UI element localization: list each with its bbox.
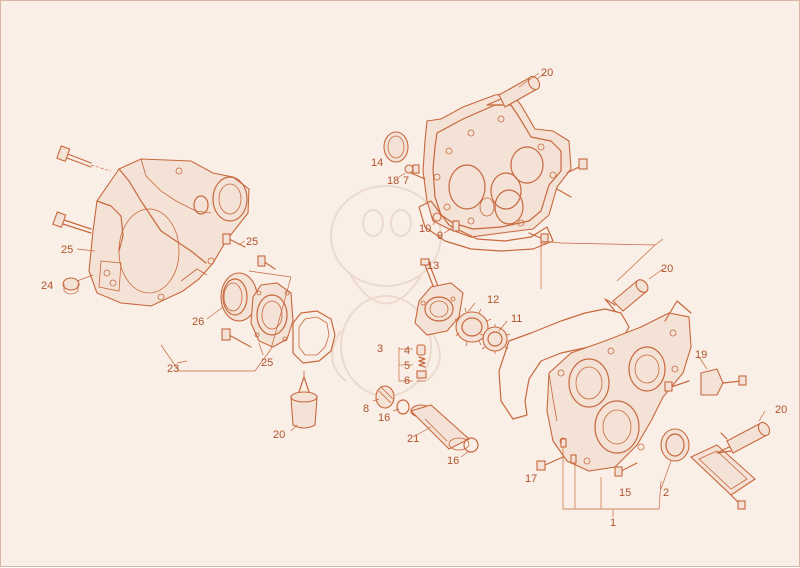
callout-20-left: 20 bbox=[273, 429, 285, 441]
callout-16-right: 16 bbox=[447, 455, 459, 467]
sealant-tube-20-top bbox=[486, 72, 546, 108]
watermark-logo bbox=[330, 185, 442, 397]
bolt-25-retainer bbox=[221, 255, 276, 348]
bolt-top-left bbox=[56, 145, 112, 172]
bracket-3 bbox=[398, 347, 413, 382]
callout-19: 19 bbox=[695, 349, 707, 361]
callout-13: 13 bbox=[427, 260, 439, 272]
callout-4: 4 bbox=[404, 345, 410, 357]
timing-gear-case bbox=[546, 300, 692, 472]
bracket-22 bbox=[160, 270, 292, 372]
bolt-case-left bbox=[664, 380, 690, 392]
bolt-25-housing bbox=[222, 233, 246, 248]
cover-disc-14 bbox=[383, 131, 409, 163]
cap-8 bbox=[375, 385, 395, 409]
cover-19 bbox=[700, 368, 747, 396]
bolt-7 bbox=[410, 164, 426, 180]
callout-14: 14 bbox=[371, 157, 383, 169]
oil-pump-housing bbox=[414, 282, 464, 336]
gear-11 bbox=[479, 324, 511, 354]
spring-5 bbox=[418, 356, 426, 368]
leader-lines bbox=[76, 72, 766, 490]
gasket-retainer bbox=[292, 310, 336, 364]
bolt-15 bbox=[614, 462, 638, 477]
callout-20-right: 20 bbox=[775, 404, 787, 416]
plug-6 bbox=[416, 370, 427, 382]
callout-15: 15 bbox=[619, 487, 631, 499]
callout-5: 5 bbox=[404, 360, 410, 372]
valve-4 bbox=[416, 344, 426, 356]
callout-24: 24 bbox=[41, 280, 53, 292]
plug-10 bbox=[432, 212, 442, 222]
callout-labels: 20 14 18 7 10 9 25 25 24 26 23 25 20 13 … bbox=[41, 67, 787, 529]
callout-7: 7 bbox=[403, 175, 409, 187]
callout-6: 6 bbox=[404, 375, 410, 387]
sealant-tube-20-right bbox=[716, 421, 771, 454]
callout-23: 25 bbox=[61, 244, 73, 256]
callout-1: 1 bbox=[610, 517, 616, 529]
callout-21: 21 bbox=[407, 433, 419, 445]
callout-20-case: 20 bbox=[661, 263, 673, 275]
bracket-1 bbox=[562, 447, 662, 517]
oring-16-left bbox=[396, 399, 410, 415]
bolt-17 bbox=[536, 456, 564, 471]
callout-25-top: 25 bbox=[246, 236, 258, 248]
oring-16-right bbox=[463, 437, 479, 453]
plug-24 bbox=[62, 274, 94, 295]
callout-9: 9 bbox=[437, 230, 443, 242]
flywheel-housing bbox=[88, 158, 250, 307]
callout-18: 18 bbox=[387, 175, 399, 187]
callout-16-left: 16 bbox=[378, 412, 390, 424]
gasket-case bbox=[498, 308, 630, 420]
callout-22: 23 bbox=[167, 363, 179, 375]
callout-11: 11 bbox=[511, 313, 522, 325]
sealant-tube-20-left bbox=[290, 371, 318, 429]
bracket-plate bbox=[540, 238, 664, 289]
callout-17: 17 bbox=[525, 473, 537, 485]
callout-2: 2 bbox=[663, 487, 669, 499]
callout-12: 12 bbox=[487, 294, 499, 306]
callout-20-top: 20 bbox=[541, 67, 553, 79]
bolt-plate-right bbox=[528, 158, 588, 244]
sleeve-21 bbox=[409, 404, 470, 451]
oil-seal-2 bbox=[660, 428, 690, 462]
front-plate bbox=[422, 92, 572, 238]
side-cover bbox=[690, 432, 756, 510]
dowel-pins bbox=[560, 438, 577, 464]
seal-retainer bbox=[250, 282, 294, 348]
callout-25-bottom: 25 bbox=[261, 357, 273, 369]
sealant-tube-20-case bbox=[604, 279, 649, 312]
bolt-mid-left bbox=[52, 211, 92, 234]
callout-26: 26 bbox=[192, 316, 204, 328]
callout-8: 8 bbox=[363, 403, 369, 415]
callout-10: 10 bbox=[419, 223, 431, 235]
callout-3: 3 bbox=[377, 343, 383, 355]
